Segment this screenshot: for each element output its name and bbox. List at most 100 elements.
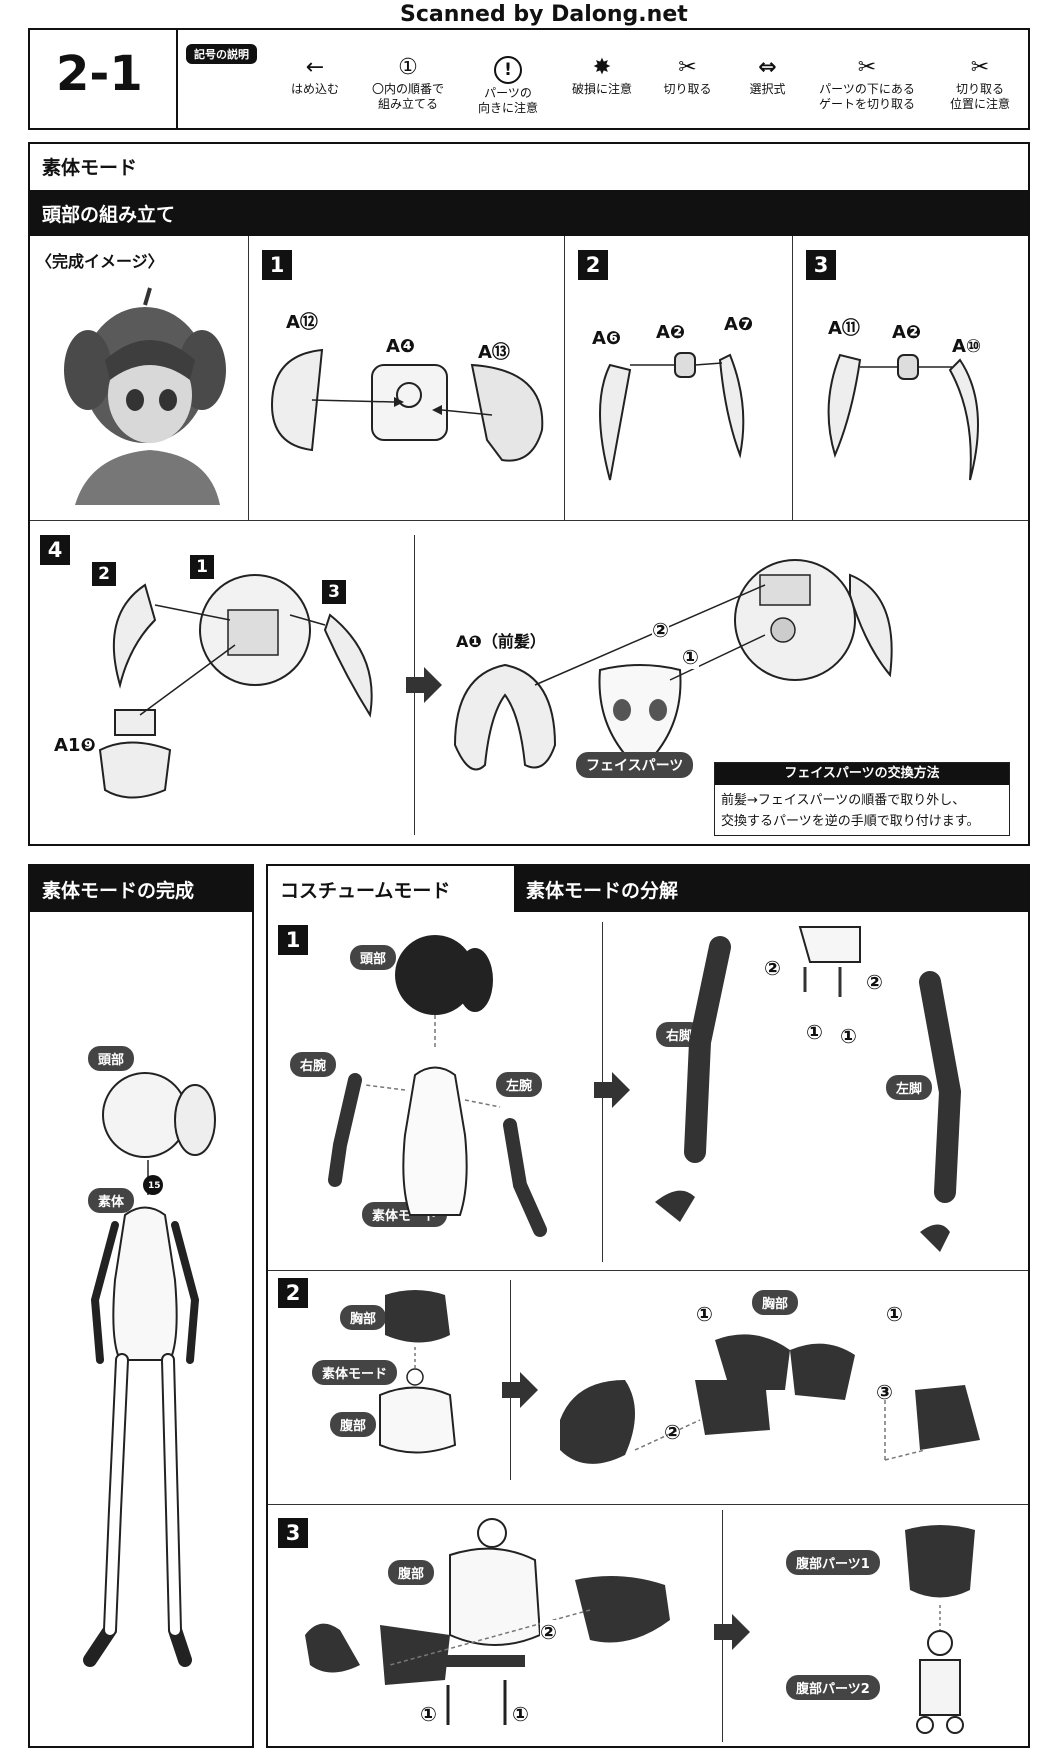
legend-item-gate-cut: ✂ パーツの下にある ゲートを切り取る — [808, 54, 926, 112]
c1-order-1-left: ① — [806, 1020, 823, 1044]
step-4-ref-2: 2 — [92, 562, 116, 586]
c1-left-leg-label: 左脚 — [886, 1075, 933, 1100]
part-label-a1-bangs: A❶（前髪） — [456, 632, 546, 651]
gate-cut-icon: ✂ — [857, 55, 877, 80]
body-mode-section — [28, 142, 1030, 846]
cut-position-icon: ✂ — [970, 55, 990, 80]
peg-number: 15 — [148, 1181, 161, 1191]
step-4-lines — [534, 584, 766, 686]
body-mode-title: 素体モード — [42, 156, 138, 179]
step-2-number: 2 — [578, 250, 608, 280]
body-complete-title: 素体モードの完成 — [30, 866, 252, 912]
circled-one-icon: ① — [398, 55, 418, 80]
c3-order-1-right: ① — [512, 1702, 529, 1726]
choice-icon: ⇔ — [758, 55, 777, 80]
face-swap-info-title: フェイスパーツの交換方法 — [715, 763, 1009, 785]
legend-title: 記号の説明 — [186, 44, 257, 64]
costume-step-2-divider — [510, 1280, 511, 1480]
part-label-a4: A❹ — [386, 336, 416, 357]
costume-step-3-left-figure — [305, 1518, 670, 1725]
legend-item-choice: ⇔ 選択式 — [730, 54, 805, 97]
c1-left-arm-label: 左腕 — [496, 1072, 543, 1097]
body-complete-section — [28, 864, 254, 1748]
step-4-right-head — [734, 559, 893, 681]
legend-item-orientation: ! パーツの 向きに注意 — [468, 54, 548, 116]
costume-step-1-left-figure — [328, 935, 547, 1237]
c2-proceed-arrow-icon — [502, 1372, 538, 1408]
step-4-head-assembly — [98, 574, 373, 799]
costume-step-1-number: 1 — [278, 925, 308, 955]
face-parts-illustration — [598, 664, 682, 772]
costume-step-2-parts — [560, 1334, 980, 1464]
order-2-marker: ② — [652, 618, 669, 642]
head-complete-illustration — [64, 287, 226, 505]
c3-order-2: ② — [540, 1620, 557, 1644]
part-label-a13: A⑬ — [478, 342, 510, 363]
complete-image-label: 〈完成イメージ〉 — [36, 252, 164, 271]
c1-order-1-right: ① — [840, 1024, 857, 1048]
costume-step-3-parts — [905, 1525, 975, 1734]
legend-item-order: ① 〇内の順番で 組み立てる — [362, 54, 454, 112]
part-label-a19: A1❾ — [54, 735, 96, 756]
c1-order-2-right: ② — [866, 970, 883, 994]
part-label-a6: A❻ — [592, 328, 622, 349]
step-2-illustration — [599, 352, 745, 481]
bangs-illustration — [453, 663, 557, 771]
step-1-number: 1 — [262, 250, 292, 280]
c3-order-1-left: ① — [420, 1702, 437, 1726]
c3-abdomen-label: 腹部 — [388, 1560, 435, 1585]
c1-proceed-arrow-icon — [594, 1072, 630, 1108]
head-assembly-title: 頭部の組み立て — [30, 190, 1028, 236]
part-label-a2b: A❷ — [892, 322, 922, 343]
legend-item-cut: ✂ 切り取る — [650, 54, 725, 97]
c3-part2-label: 腹部パーツ2 — [786, 1675, 880, 1700]
page-number: 2-1 — [56, 46, 143, 102]
face-swap-info-box: フェイスパーツの交換方法 前髪→フェイスパーツの順番で取り外し、 交換するパーツ… — [714, 762, 1010, 836]
legend-divider — [176, 29, 178, 129]
step-4-ref-1: 1 — [190, 555, 214, 579]
step-3-number: 3 — [806, 250, 836, 280]
complete-body-label: 素体 — [88, 1188, 135, 1213]
step-3-illustration — [827, 353, 979, 481]
costume-step-2-left-figure — [379, 1290, 457, 1454]
exclamation-icon: ! — [494, 56, 522, 84]
legend-item-cut-position: ✂ 切り取る 位置に注意 — [932, 54, 1028, 112]
costume-step-2-number: 2 — [278, 1278, 308, 1308]
breakage-icon: ✸ — [592, 55, 612, 80]
divider-1 — [248, 236, 249, 520]
part-label-a12: A⑫ — [286, 312, 318, 333]
order-1-marker: ① — [682, 645, 699, 669]
c2-order-2: ② — [664, 1420, 681, 1444]
part-label-a10: A⑩ — [952, 336, 982, 357]
step-4-number: 4 — [40, 535, 70, 565]
arrow-left-icon: ← — [305, 55, 325, 80]
c2-order-1-left: ① — [696, 1302, 713, 1326]
part-label-a7: A❼ — [724, 314, 754, 335]
face-parts-label: フェイスパーツ — [576, 752, 694, 778]
costume-mode-section — [266, 864, 1030, 1748]
complete-head-label: 頭部 — [88, 1046, 135, 1071]
legend-header — [28, 28, 1030, 130]
c2-chest-label: 胸部 — [340, 1305, 387, 1330]
legend-item-breakage: ✸ 破損に注意 — [562, 54, 642, 97]
c2-chest2-label: 胸部 — [752, 1290, 799, 1315]
divider-3 — [792, 236, 793, 520]
costume-step-3-number: 3 — [278, 1518, 308, 1548]
body-complete-figure — [83, 1072, 216, 1667]
part-label-a2: A❷ — [656, 322, 686, 343]
costume-step-3-frame — [268, 1504, 1028, 1505]
step-4-ref-3: 3 — [322, 580, 346, 604]
step-1-illustration — [270, 348, 544, 462]
c3-proceed-arrow-icon — [714, 1614, 750, 1650]
c1-right-arm-label: 右腕 — [290, 1052, 337, 1077]
face-swap-info-line2: 交換するパーツを逆の手順で取り付けます。 — [721, 814, 980, 829]
c1-order-2-left: ② — [764, 956, 781, 980]
face-swap-info-line1: 前髪→フェイスパーツの順番で取り外し、 — [721, 793, 966, 808]
c3-part1-label: 腹部パーツ1 — [786, 1550, 880, 1575]
watermark: Scanned by Dalong.net — [400, 2, 688, 27]
proceed-arrow-icon — [406, 667, 442, 703]
c2-order-3: ③ — [876, 1380, 893, 1404]
divider-2 — [564, 236, 565, 520]
cut-icon: ✂ — [678, 55, 697, 80]
costume-step-1-legs — [655, 926, 962, 1252]
